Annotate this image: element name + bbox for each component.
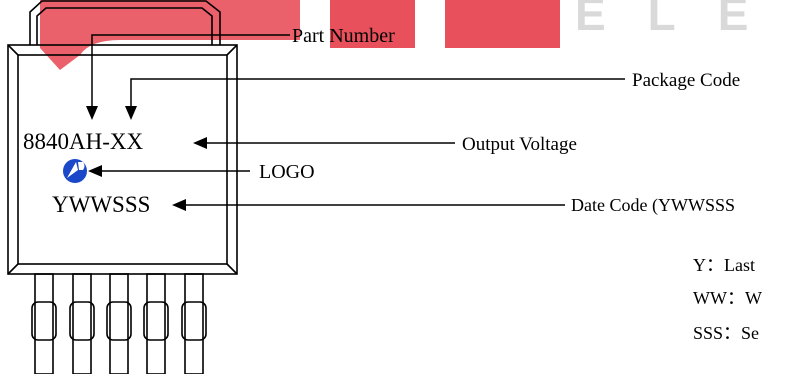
date-code-label: Date Code (YWWSSS [571,195,735,216]
blue-circle-logo-icon [63,159,87,183]
package-code-label: Package Code [632,70,740,91]
package-code-arrow [125,106,137,120]
package-pins [31,273,207,374]
package-tab [29,0,221,45]
watermark-text: ELEC [575,0,786,40]
pin-5 [181,273,207,374]
output-voltage-label: Output Voltage [462,134,577,155]
bevel-tr [226,44,238,56]
date-code-arrow [172,199,186,211]
package-code-leader [130,78,625,108]
package-inner [17,54,228,265]
part-number-arrow [86,106,98,120]
tab-inner [36,7,213,45]
arrow-heads [86,106,207,211]
tab-outer [29,0,221,45]
bevel-bl [7,263,19,275]
watermark-red-block-right [445,0,560,48]
watermark-red-block-left [330,0,415,48]
year-definition: Y：Last [693,255,755,275]
leader-lines [91,34,625,206]
part-marking: 8840AH-XX [23,129,143,154]
pin-2 [69,273,95,374]
logo-label: LOGO [259,161,315,183]
bevel-br [226,263,238,275]
output-voltage-arrow [193,137,207,149]
part-number-label: Part Number [292,25,395,47]
logo-arrow [88,165,102,177]
pin-3 [106,273,132,374]
bevel-tl [7,44,19,56]
week-definition: WW：W [693,288,762,308]
pin-4 [143,273,169,374]
part-number-leader [91,34,290,108]
date-marking: YWWSSS [52,192,150,217]
serial-definition: SSS：Se [693,323,759,343]
pin-1 [31,273,57,374]
